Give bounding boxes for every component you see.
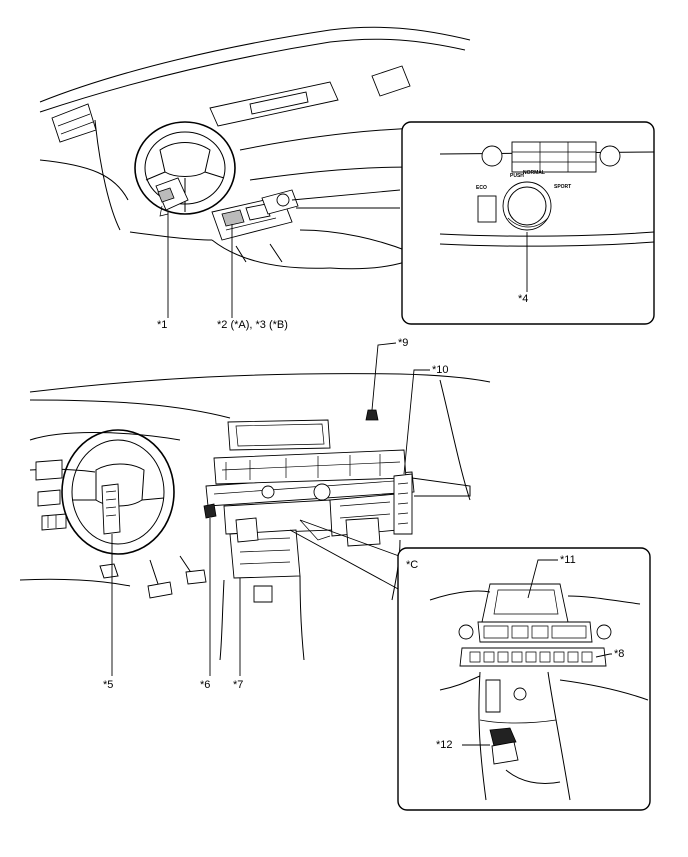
drive-mode-inset [401, 121, 655, 325]
callout-9: *9 [398, 337, 409, 349]
callout-7: *7 [233, 679, 244, 691]
dial-label-normal: NORMAL [523, 170, 545, 176]
callout-1: *1 [157, 319, 168, 331]
callout-10: *10 [432, 364, 449, 376]
dial-label-push: PUSH [510, 173, 524, 179]
callout-11: *11 [560, 554, 576, 566]
top-dashboard-illustration [39, 26, 471, 318]
callout-5: *5 [103, 679, 114, 691]
dial-label-sport: SPORT [554, 184, 572, 190]
callout-4: *4 [518, 293, 529, 305]
callout-2-3: *2 (*A), *3 (*B) [217, 319, 288, 331]
mid-dashboard-illustration [19, 342, 491, 676]
callout-8: *8 [614, 648, 625, 660]
inset-c [397, 547, 651, 811]
dial-label-eco: ECO [476, 185, 487, 191]
callout-12: *12 [436, 739, 453, 751]
callout-6: *6 [200, 679, 211, 691]
inset-c-label: *C [406, 559, 419, 571]
